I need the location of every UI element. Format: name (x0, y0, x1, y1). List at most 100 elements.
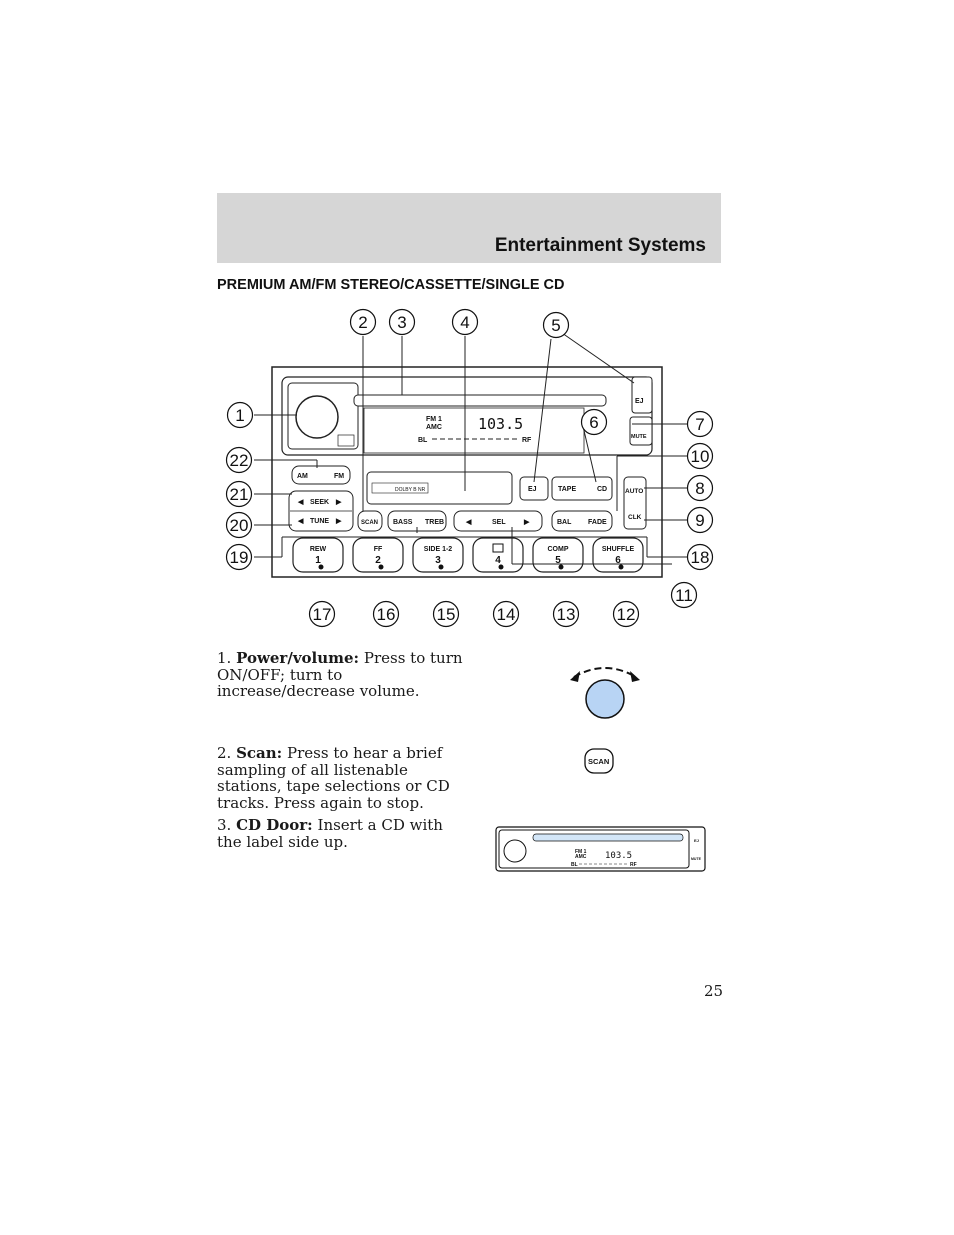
callout-label: 10 (691, 447, 710, 466)
volume-knob-illustration (570, 667, 640, 719)
callout-label: 12 (617, 605, 636, 624)
callout-1: 1 (226, 401, 254, 429)
preset-dot (618, 564, 624, 570)
callout-label: 1 (235, 406, 244, 425)
preset-number: 6 (615, 555, 621, 566)
scan-button[interactable] (357, 510, 383, 532)
ej-tape-label: EJ (528, 486, 537, 493)
callout-label: 16 (377, 605, 396, 624)
callout-17: 17 (308, 600, 336, 628)
preset-label: FF (374, 546, 383, 553)
item-number: 3. (217, 816, 232, 834)
ej-label: EJ (635, 398, 644, 405)
mute-button[interactable] (629, 416, 653, 446)
bal-fade-button[interactable] (551, 510, 613, 532)
callout-8: 8 (686, 474, 714, 502)
item-term: Power/volume: (236, 649, 360, 667)
dolby-label: DOLBY B NR (395, 487, 426, 493)
display-panel (363, 407, 585, 454)
seek-right-arrow-icon[interactable]: ▶ (335, 499, 342, 506)
preset-dot (558, 564, 564, 570)
tape-cd-button[interactable] (551, 476, 613, 501)
radio-diagram: FM 1 AMC 103.5 BL RF EJ MUTE DOLBY B NR … (225, 308, 714, 628)
callout-label: 3 (397, 313, 406, 332)
preset-number: 4 (495, 555, 501, 566)
callout-6: 6 (580, 408, 608, 436)
preset-button-4[interactable]: 4 (472, 537, 524, 573)
volume-knob[interactable] (295, 395, 339, 439)
leader-lines (254, 332, 687, 565)
callout-16: 16 (372, 600, 400, 628)
callout-22: 22 (225, 446, 253, 474)
item-cd-door: 3. CD Door: Insert a CD with the label s… (217, 817, 467, 850)
callout-label: 7 (695, 415, 704, 434)
fm-label: FM (334, 473, 344, 480)
sel-right-arrow-icon[interactable]: ▶ (523, 519, 530, 526)
mini-knob-icon (503, 839, 527, 863)
callout-12: 12 (612, 600, 640, 628)
mini-mute: MUTE (691, 857, 702, 861)
item-power-volume: 1. Power/volume: Press to turn ON/OFF; t… (217, 650, 467, 700)
callout-label: 17 (313, 605, 332, 624)
cassette-door[interactable] (366, 471, 513, 505)
knob-icon (585, 679, 625, 719)
callout-20: 20 (225, 511, 253, 539)
preset-number: 5 (555, 555, 561, 566)
cd-label: CD (597, 486, 607, 493)
am-fm-button[interactable] (291, 465, 351, 485)
scan-thumb-label: SCAN (588, 757, 609, 766)
preset-button-2[interactable]: FF 2 (352, 537, 404, 573)
tune-left-arrow-icon[interactable]: ◀ (297, 518, 304, 525)
callout-5: 5 (542, 311, 570, 339)
display-amc: AMC (426, 424, 442, 431)
clk-label: CLK (628, 514, 642, 521)
preset-dot (498, 564, 504, 570)
preset-number: 3 (435, 555, 441, 566)
seek-left-arrow-icon[interactable]: ◀ (297, 499, 304, 506)
bal-label: BAL (557, 519, 572, 526)
tune-right-arrow-icon[interactable]: ▶ (335, 518, 342, 525)
mini-bal-right: RF (630, 862, 637, 868)
callout-label: 13 (557, 605, 576, 624)
callout-label: 11 (675, 586, 693, 605)
callout-10: 10 (686, 442, 714, 470)
auto-clk-rocker[interactable] (623, 476, 647, 530)
callout-label: 21 (230, 485, 249, 504)
callout-19: 19 (225, 543, 253, 571)
callout-13: 13 (552, 600, 580, 628)
preset-dot (438, 564, 444, 570)
callout-9: 9 (686, 506, 714, 534)
eject-cd-button[interactable] (631, 376, 653, 414)
cd-door-illustration: FM 1 AMC 103.5 BL RF EJ MUTE (495, 826, 706, 872)
sel-button[interactable] (453, 510, 543, 532)
sel-left-arrow-icon[interactable]: ◀ (465, 519, 472, 526)
preset-button-3[interactable]: SIDE 1-2 3 (412, 537, 464, 573)
callout-label: 14 (497, 605, 516, 624)
arrow-right-icon (630, 671, 640, 682)
preset-dot (318, 564, 324, 570)
scan-button-illustration: SCAN (584, 748, 614, 774)
sel-label: SEL (492, 519, 506, 526)
page-number: 25 (704, 982, 724, 1000)
cd-slot[interactable] (353, 394, 607, 407)
callout-2: 2 (349, 308, 377, 336)
callout-label: 5 (551, 316, 560, 335)
mini-amc: AMC (575, 854, 587, 860)
display-bal-right: RF (522, 437, 532, 444)
item-text: Press to hear a brief sampling of all li… (217, 744, 450, 812)
callout-label: 2 (358, 313, 367, 332)
callout-4: 4 (451, 308, 479, 336)
preset-label: SIDE 1-2 (424, 546, 453, 553)
callout-21: 21 (225, 480, 253, 508)
preset-label: REW (310, 546, 327, 553)
mini-band: FM 1 (575, 849, 587, 855)
seek-label: SEEK (310, 499, 329, 506)
callout-label: 19 (230, 548, 249, 567)
eject-tape-button[interactable] (519, 476, 549, 501)
preset-number: 2 (375, 555, 381, 566)
item-text: Press to turn ON/OFF; turn to increase/d… (217, 649, 463, 700)
